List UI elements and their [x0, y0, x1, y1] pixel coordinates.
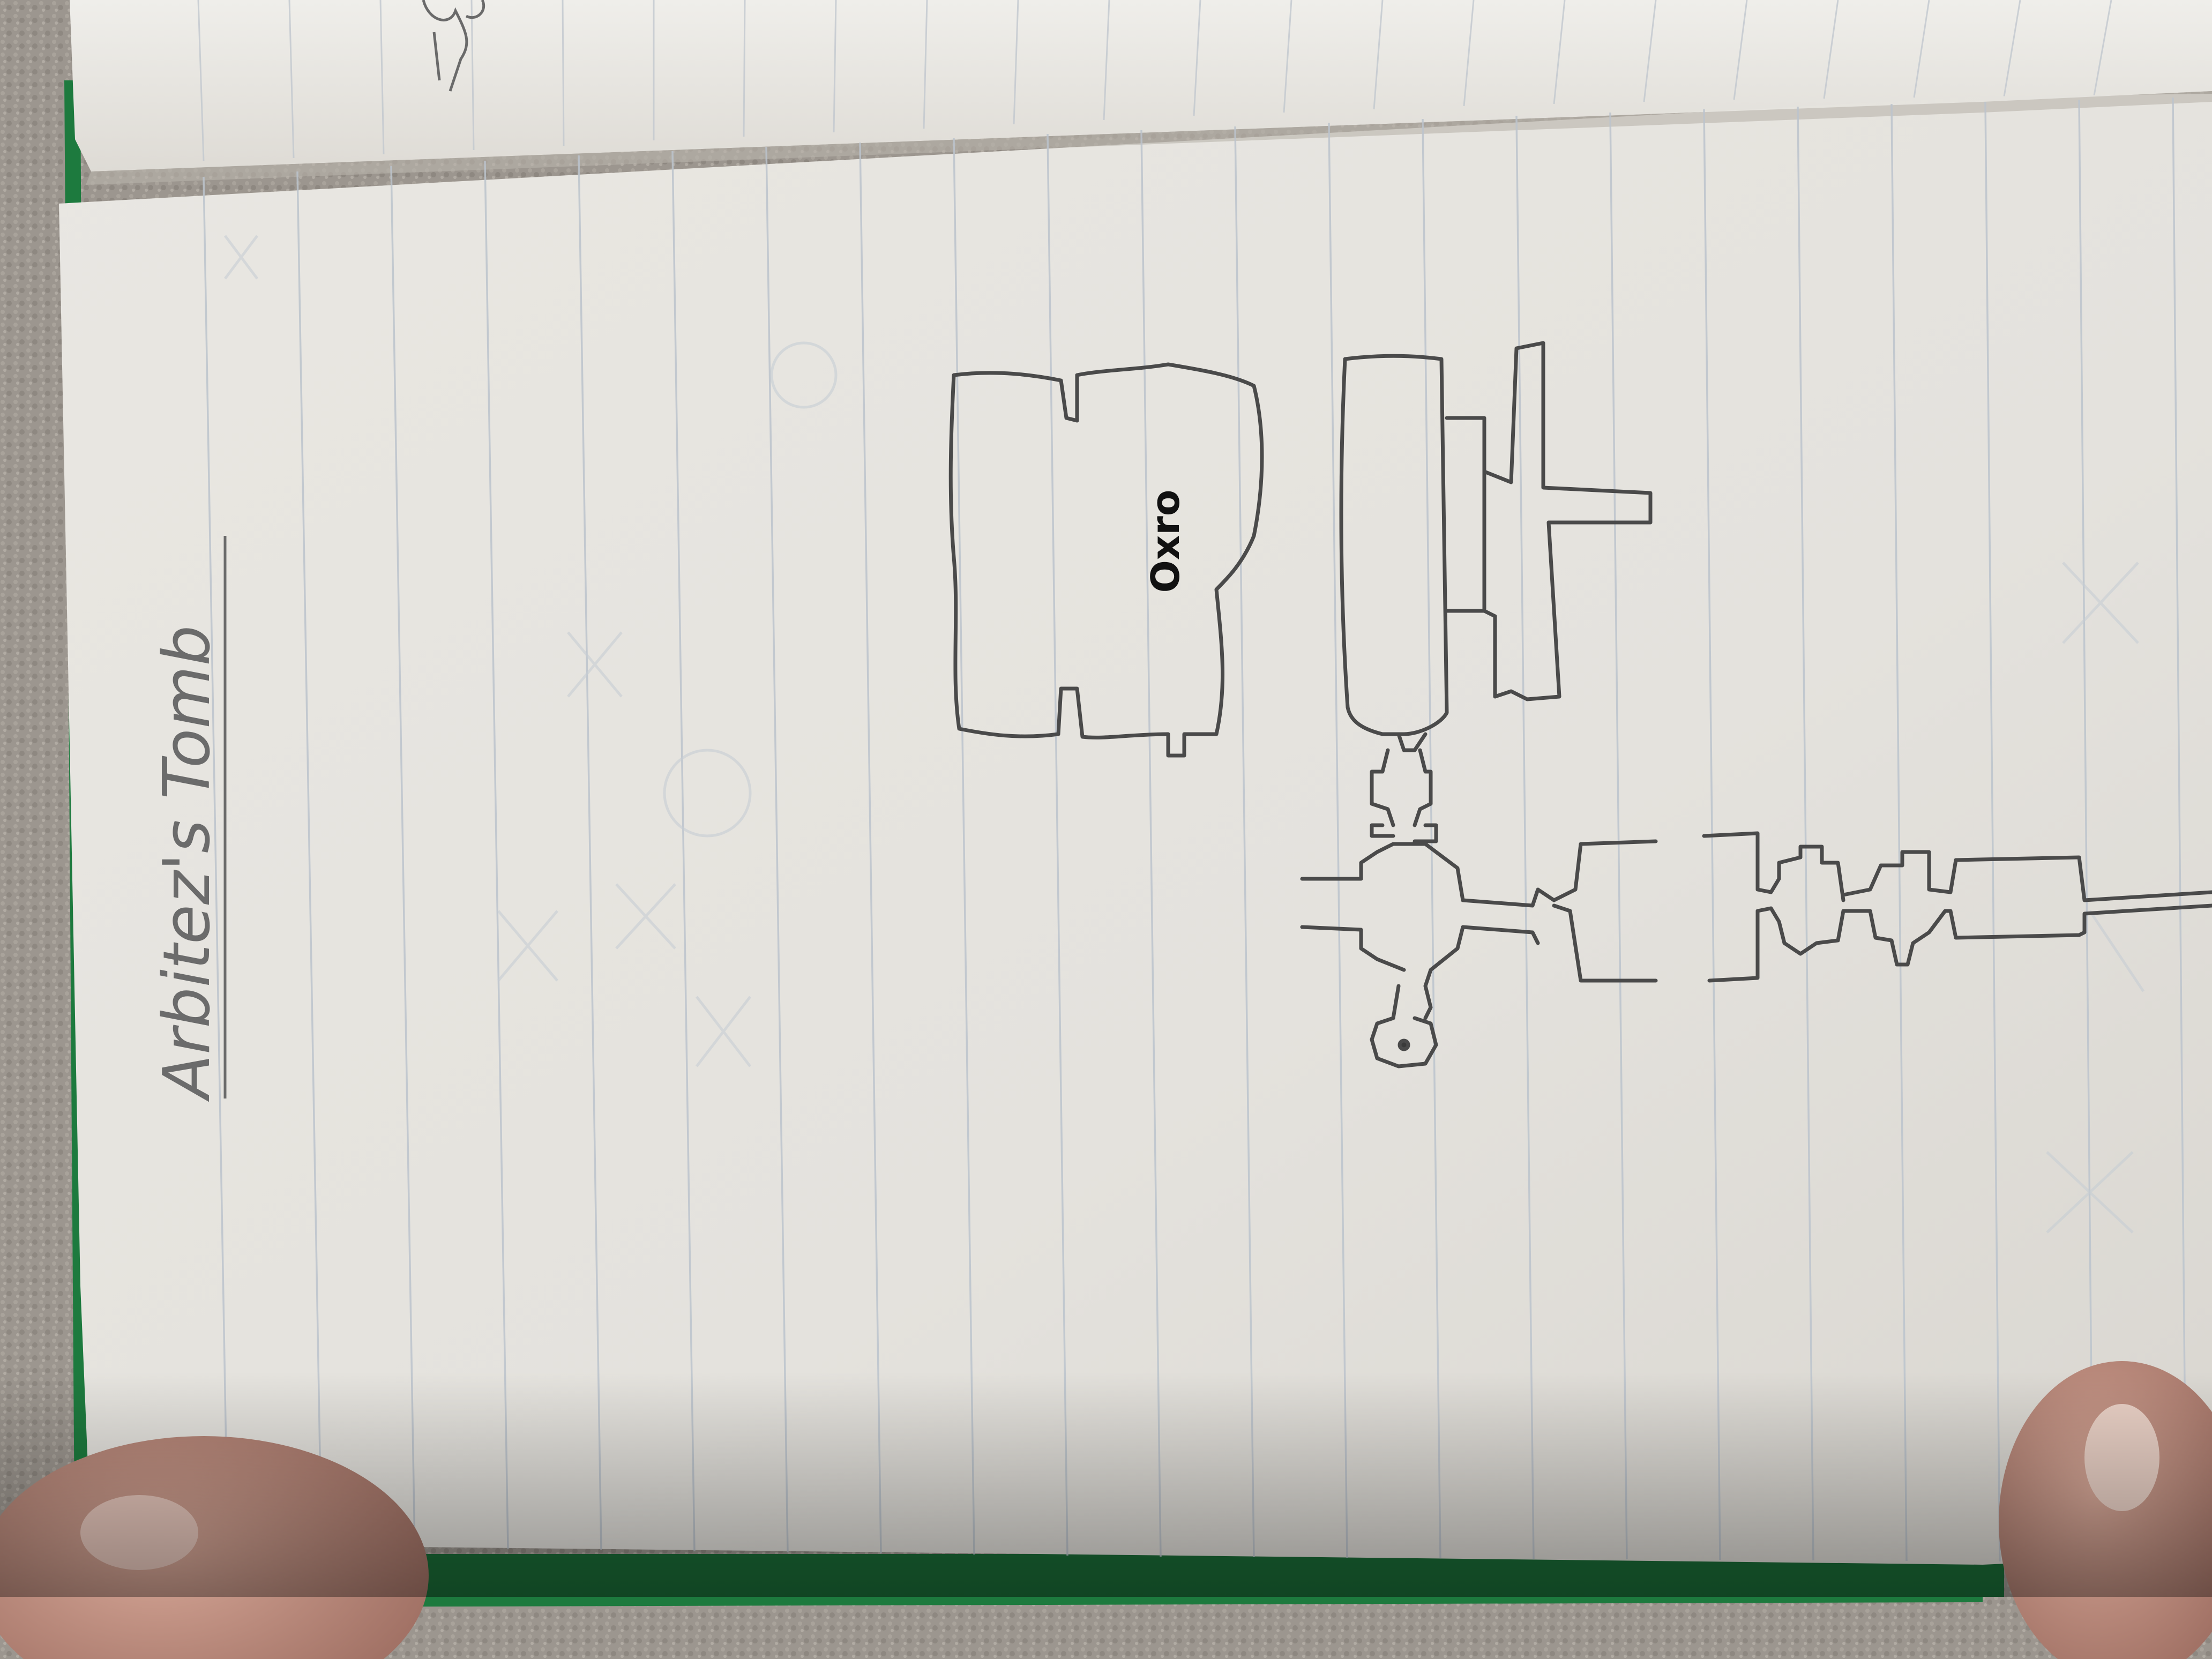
top-page-rules [197, 0, 2112, 161]
page-bottom-shadow [0, 1372, 2212, 1597]
top-page [70, 0, 2212, 171]
page-heading-text: Arbitez's Tomb [150, 625, 225, 1102]
page-rule-lines [203, 97, 2187, 1562]
page-fold-shadow [86, 91, 2212, 185]
room-hub [1300, 842, 1556, 1020]
top-page-sketch-fragment [422, 0, 485, 92]
corridor-annex [1482, 341, 1653, 701]
room-octagon [1370, 1016, 1438, 1068]
corridor-connector [1370, 732, 1438, 843]
room-large [948, 362, 1264, 758]
room-label: Oxro [1143, 490, 1188, 593]
room-tall [1339, 354, 1449, 736]
dungeon-map-sketch [948, 341, 2212, 1068]
notebook-page [59, 94, 2212, 1565]
room-octagon-marker [1398, 1038, 1410, 1051]
corridor-long [1552, 831, 2212, 983]
page-heading: Arbitez's Tomb [150, 536, 227, 1102]
bleed-through-marks [224, 235, 2145, 1234]
room-annex [1445, 416, 1486, 613]
